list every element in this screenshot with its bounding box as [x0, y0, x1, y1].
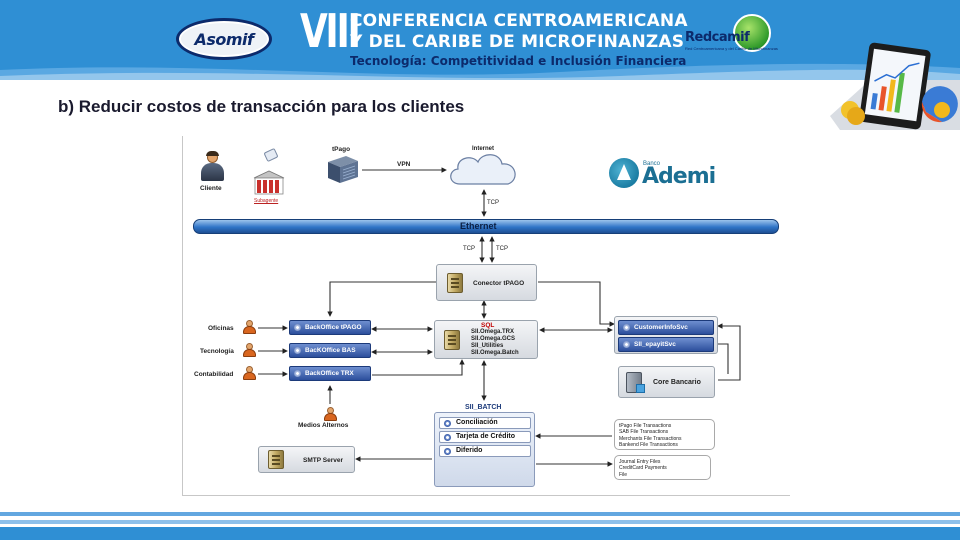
tcp-left-label: TCP: [463, 246, 475, 252]
core-bancario-node: Core Bancario: [618, 366, 715, 398]
internet-label: Internet: [472, 146, 495, 152]
internet-cloud-icon: [450, 154, 516, 185]
edition-numeral: VIII: [300, 4, 361, 58]
file-item: tPago File Transactions: [619, 423, 672, 429]
sql-db-label: SII.Omega.Batch: [471, 350, 519, 356]
redcamif-logo-tagline: Red Centroamericana y del Caribe de Micr…: [685, 46, 778, 51]
backoffice-bas-node: BacKOffice BAS: [289, 343, 371, 358]
oficinas-label: Oficinas: [208, 325, 234, 332]
ademi-logo-word: Ademi: [642, 164, 716, 189]
file-item: File: [619, 471, 628, 478]
tablet-chart-illustration: [830, 42, 960, 130]
server-icon: [444, 330, 460, 350]
header-banner: Asomif VIII CONFERENCIA CENTROAMERICANA …: [0, 0, 960, 80]
file-item: Journal Entry Files: [619, 459, 661, 465]
medios-alternos-person-icon: [323, 407, 337, 421]
journal-files-list: Journal Entry Files CreditCard Payments …: [614, 455, 711, 480]
tcp-right-label: TCP: [496, 246, 508, 252]
vpn-label: VPN: [397, 161, 411, 168]
batch-item-tarjeta-credito: Tarjeta de Crédito: [439, 431, 531, 443]
file-item: Merchants File Transactions: [619, 435, 682, 442]
sii-batch-node: Conciliación Tarjeta de Crédito Diferido: [434, 412, 535, 487]
ademi-logo-mark-icon: [609, 158, 639, 188]
conference-title-line1: CONFERENCIA CENTROAMERICANA: [350, 11, 688, 31]
slide-title: b) Reducir costos de transacción para lo…: [58, 97, 465, 116]
core-bancario-label: Core Bancario: [653, 379, 701, 386]
tpago-server-icon: [328, 156, 358, 183]
sql-server-node: SQL SII.Omega.TRX SII.Omega.GCS SII_Util…: [434, 320, 538, 359]
server-icon: [268, 450, 284, 469]
file-item: SAB File Transactions: [619, 429, 669, 436]
tecnologia-label: Tecnología: [200, 348, 234, 355]
banner-wave: [0, 63, 960, 80]
epayit-svc-node: SII_epayitSvc: [618, 337, 714, 352]
file-item: Bankend File Transactions: [619, 442, 678, 449]
asomif-logo: Asomif: [176, 18, 272, 60]
conference-title-line2: Y DEL CARIBE DE MICROFINANZAS: [350, 32, 685, 52]
ademi-bank-logo: Banco Ademi: [609, 158, 731, 194]
conector-tpago-label: Conector tPAGO: [473, 280, 525, 287]
backoffice-trx-node: BackOffice TRX: [289, 366, 371, 381]
customer-info-svc-node: CustomerInfoSvc: [618, 320, 714, 335]
smtp-server-node: SMTP Server: [258, 446, 355, 473]
file-item: CreditCard Payments: [619, 465, 667, 472]
tpago-label: tPago: [332, 146, 351, 153]
conference-subtitle: Tecnología: Competitividad e Inclusión F…: [350, 54, 687, 68]
asomif-logo-text: Asomif: [194, 29, 254, 49]
ethernet-bus: Ethernet: [193, 219, 779, 234]
backoffice-tpago-node: BackOffice tPAGO: [289, 320, 371, 335]
conector-tpago-node: Conector tPAGO: [436, 264, 537, 301]
services-group: CustomerInfoSvc SII_epayitSvc: [614, 316, 718, 354]
globe-icon: [733, 14, 771, 52]
tecnologia-person-icon: [242, 343, 256, 357]
client-label: Cliente: [200, 185, 222, 192]
sql-db-label: SII.Omega.GCS: [471, 336, 516, 342]
medios-alternos-label: Medios Alternos: [298, 422, 349, 429]
sql-db-label: SII_Utilities: [471, 343, 504, 349]
redcamif-logo: Redcamif Red Centroamericana y del Carib…: [685, 14, 785, 64]
tcp-internet-label: TCP: [487, 200, 499, 206]
sql-db-label: SII.Omega.TRX: [471, 329, 515, 335]
oficinas-person-icon: [242, 320, 256, 334]
ethernet-label: Ethernet: [460, 221, 497, 231]
cube-icon: [636, 384, 645, 393]
sql-title: SQL: [481, 322, 495, 329]
smtp-server-label: SMTP Server: [303, 457, 343, 464]
batch-item-diferido: Diferido: [439, 445, 531, 457]
ademi-logo-prefix: Banco: [643, 161, 661, 167]
footer-stripes: [0, 508, 960, 540]
batch-item-conciliacion: Conciliación: [439, 417, 531, 429]
bank-building-icon: [253, 170, 285, 195]
redcamif-logo-text: Redcamif: [685, 30, 750, 45]
server-icon: [447, 273, 463, 293]
subagent-label: Subagente: [254, 198, 279, 204]
contabilidad-person-icon: [242, 366, 256, 380]
transaction-files-list: tPago File Transactions SAB File Transac…: [614, 419, 715, 450]
contabilidad-label: Contabilidad: [194, 371, 234, 378]
batch-title: SII_BATCH: [465, 404, 502, 411]
client-person-icon: [199, 151, 225, 182]
